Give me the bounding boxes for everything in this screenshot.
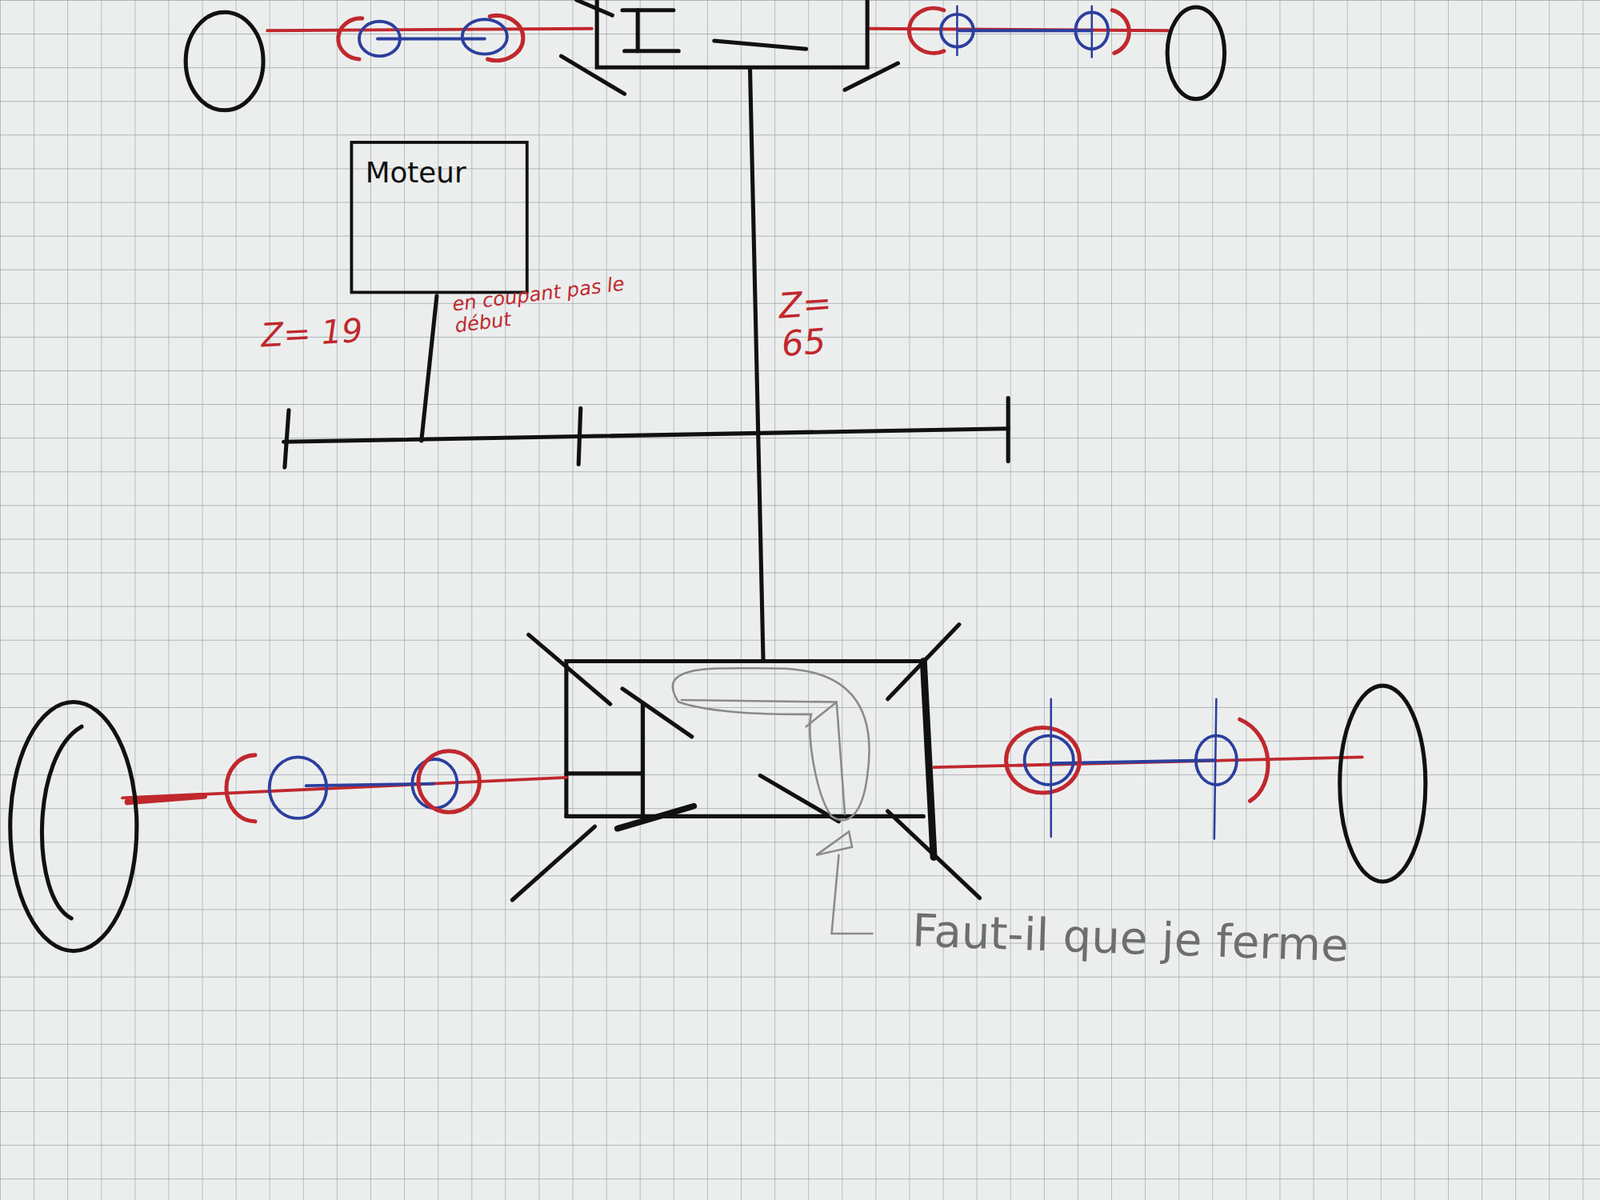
rear-differential-stroke bbox=[566, 814, 924, 819]
front-differential bbox=[561, 0, 899, 94]
motor-box: Moteur bbox=[349, 140, 528, 294]
rear-differential-stroke bbox=[566, 771, 644, 776]
rear-axle-stroke bbox=[269, 756, 327, 819]
rear-differential-stroke bbox=[528, 634, 611, 704]
front-axle-stroke bbox=[359, 21, 400, 56]
rear-axle-stroke bbox=[226, 755, 256, 822]
rear-axle bbox=[10, 685, 1426, 952]
rear-axle-stroke bbox=[1051, 760, 1215, 764]
pencil-sketch bbox=[672, 668, 873, 934]
front-axle-stroke bbox=[462, 19, 508, 54]
rear-axle-stroke bbox=[418, 751, 480, 813]
rear-differential-stroke bbox=[566, 661, 924, 817]
rear-differential-stroke bbox=[888, 624, 960, 700]
front-differential-stroke bbox=[622, 8, 674, 12]
front-differential-stroke bbox=[561, 56, 625, 94]
pencil-sketch-stroke bbox=[806, 702, 837, 728]
rear-axle-stroke bbox=[127, 796, 204, 803]
rear-axle-stroke bbox=[933, 756, 1363, 768]
box-label: Moteur bbox=[365, 158, 514, 190]
front-axle-stroke bbox=[867, 28, 1168, 32]
front-axle-stroke bbox=[185, 12, 264, 110]
gear-teeth: Z= 65 bbox=[777, 281, 875, 364]
front-axle-stroke bbox=[267, 28, 592, 32]
pencil-sketch-stroke bbox=[836, 704, 845, 815]
front-axle bbox=[185, 6, 1224, 111]
transmission-stroke bbox=[1006, 397, 1011, 461]
rear-differential-stroke bbox=[640, 704, 645, 816]
rear-axle-stroke bbox=[1240, 719, 1268, 801]
front-axle-stroke bbox=[1112, 10, 1129, 54]
front-axle-stroke bbox=[1167, 7, 1224, 100]
gear-teeth: Z= 19 bbox=[260, 312, 364, 354]
rear-axle-stroke bbox=[1340, 685, 1426, 882]
transmission bbox=[284, 67, 1009, 661]
rear-differential-stroke bbox=[512, 826, 595, 900]
rear-differential-stroke bbox=[923, 661, 934, 858]
pencil-sketch-stroke bbox=[681, 700, 837, 703]
rear-axle-stroke bbox=[1049, 699, 1052, 837]
pencil-sketch-stroke bbox=[816, 832, 852, 856]
transmission-stroke bbox=[284, 410, 289, 468]
front-axle-stroke bbox=[956, 6, 959, 56]
transmission-stroke bbox=[578, 408, 581, 464]
transmission-stroke bbox=[749, 67, 764, 661]
pencil-sketch-stroke bbox=[832, 855, 873, 934]
front-differential-stroke bbox=[636, 10, 640, 52]
pencil-sketch-stroke bbox=[672, 668, 870, 820]
rear-axle-stroke bbox=[10, 702, 137, 952]
rear-differential-stroke bbox=[888, 811, 980, 898]
transmission-stroke bbox=[284, 428, 1009, 443]
rear-differential-stroke bbox=[617, 806, 695, 829]
front-axle-stroke bbox=[908, 8, 944, 53]
front-axle-stroke bbox=[959, 28, 1092, 32]
rear-axle-stroke bbox=[1006, 727, 1080, 793]
rear-differential-stroke bbox=[760, 775, 839, 821]
front-differential-stroke bbox=[624, 48, 680, 53]
transmission-stroke bbox=[421, 296, 437, 441]
front-differential-stroke bbox=[844, 63, 898, 90]
front-differential-stroke bbox=[596, 0, 868, 68]
front-differential-stroke bbox=[576, 0, 613, 16]
rear-differential bbox=[512, 624, 980, 900]
front-axle-stroke bbox=[488, 15, 524, 60]
front-differential-stroke bbox=[714, 40, 807, 49]
rear-axle-stroke bbox=[41, 726, 82, 919]
rear-axle-stroke bbox=[1024, 736, 1074, 785]
front-axle-stroke bbox=[1091, 6, 1094, 58]
front-axle-stroke bbox=[377, 37, 485, 41]
rear-differential-stroke bbox=[622, 688, 692, 737]
rear-axle-stroke bbox=[1214, 699, 1217, 840]
